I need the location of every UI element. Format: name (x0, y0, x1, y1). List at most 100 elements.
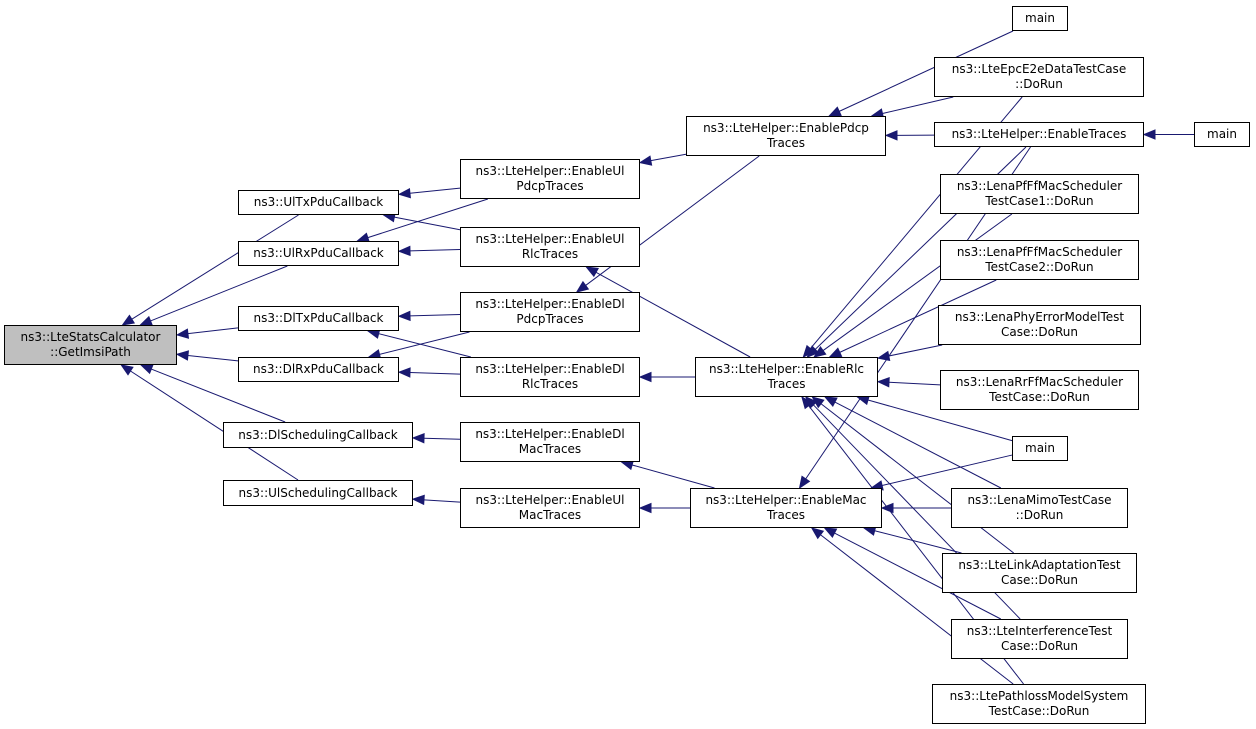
node-label-line: ns3::LenaMimoTestCase (967, 493, 1112, 507)
node-lte-link-adaptation-test-case[interactable]: ns3::LteLinkAdaptationTest Case::DoRun (942, 553, 1137, 593)
node-label-line: ns3::UlTxPduCallback (253, 195, 384, 209)
node-label-line: main (1025, 441, 1055, 455)
node-ul-tx-pdu-callback[interactable]: ns3::UlTxPduCallback (238, 190, 399, 215)
node-label-line: ns3::LteHelper::EnableDl (475, 427, 625, 441)
node-enable-ul-pdcp-traces[interactable]: ns3::LteHelper::EnableUl PdcpTraces (460, 159, 640, 199)
node-ul-scheduling-callback[interactable]: ns3::UlSchedulingCallback (223, 480, 413, 506)
node-label-line: ::DoRun (1015, 77, 1063, 91)
edge-main1-to-pdcp (839, 30, 1014, 112)
edge-dlpdcp-to-dltx (409, 314, 461, 317)
node-label-line: TestCase::DoRun (989, 390, 1090, 404)
node-enable-dl-mac-traces[interactable]: ns3::LteHelper::EnableDl MacTraces (460, 422, 640, 462)
node-enable-mac-traces[interactable]: ns3::LteHelper::EnableMac Traces (690, 488, 882, 528)
edge-ulrx-to-root (150, 265, 288, 322)
node-label-line: ns3::DlTxPduCallback (253, 311, 384, 325)
edge-rlc-to-ulrlc (595, 271, 751, 358)
node-label-line: MacTraces (518, 442, 582, 456)
node-label-line: MacTraces (518, 508, 582, 522)
edge-ultx-to-root (131, 214, 299, 320)
node-label-line: main (1025, 11, 1055, 25)
edge-arrowhead (121, 314, 136, 326)
edge-ulmac-to-ulsched (423, 499, 461, 503)
node-lte-epc-e2e-data-test-case[interactable]: ns3::LteEpcE2eDataTestCase ::DoRun (934, 57, 1144, 97)
edge-ulrlc-to-ultx (394, 216, 461, 231)
edge-dltx-to-root (187, 327, 239, 335)
node-label-line: ns3::LteHelper::EnableRlc (708, 362, 865, 376)
node-dl-rx-pdu-callback[interactable]: ns3::DlRxPduCallback (238, 357, 399, 382)
edge-pf1-to-rlc (822, 213, 1013, 351)
node-label-line: RlcTraces (521, 247, 579, 261)
edge-arrowhead (638, 155, 653, 166)
node-enable-dl-rlc-traces[interactable]: ns3::LteHelper::EnableDl RlcTraces (460, 357, 640, 397)
node-label-line: Traces (766, 136, 806, 150)
edge-arrowhead (397, 310, 411, 322)
edge-arrowhead (876, 377, 890, 388)
node-lte-pathloss-model-system-test-case[interactable]: ns3::LtePathlossModelSystem TestCase::Do… (932, 684, 1146, 724)
node-dl-scheduling-callback[interactable]: ns3::DlSchedulingCallback (223, 422, 413, 448)
edge-interf-to-mac (834, 532, 1002, 620)
node-label-line: ns3::UlSchedulingCallback (238, 485, 398, 500)
edge-rr-to-rlc (888, 381, 941, 386)
edge-dlrx-to-root (187, 354, 239, 362)
edge-arrowhead (397, 187, 411, 199)
node-lena-mimo-test-case[interactable]: ns3::LenaMimoTestCase ::DoRun (951, 488, 1128, 528)
node-label-line: Case::DoRun (1000, 325, 1079, 339)
node-lena-rr-ff-mac-scheduler-test-case[interactable]: ns3::LenaRrFfMacScheduler TestCase::DoRu… (940, 370, 1139, 410)
edge-arrowhead (828, 347, 843, 358)
edge-ulrlc-to-ulrx (409, 249, 461, 252)
node-label-line: ns3::LteEpcE2eDataTestCase (951, 62, 1127, 76)
edge-arrowhead (823, 527, 838, 538)
node-label-line: ns3::LenaRrFfMacScheduler (955, 375, 1124, 389)
node-enable-pdcp-traces[interactable]: ns3::LteHelper::EnablePdcp Traces (686, 116, 886, 156)
node-lena-phy-error-model-test-case[interactable]: ns3::LenaPhyErrorModelTest Case::DoRun (938, 305, 1141, 345)
node-label-line: RlcTraces (521, 377, 579, 391)
node-label-line: Case::DoRun (1000, 639, 1079, 653)
node-lena-pf-ff-mac-scheduler-test-case1[interactable]: ns3::LenaPfFfMacScheduler TestCase1::DoR… (940, 174, 1139, 214)
node-main[interactable]: main (1012, 436, 1068, 461)
node-label-line: ns3::LenaPhyErrorModelTest (954, 310, 1125, 324)
node-lte-interference-test-case[interactable]: ns3::LteInterferenceTest Case::DoRun (951, 619, 1128, 659)
node-label-line: ::DoRun (1015, 508, 1064, 522)
node-label-line: Traces (767, 377, 806, 391)
node-label-line: ns3::DlRxPduCallback (253, 362, 384, 376)
edge-arrowhead (801, 395, 814, 410)
edge-arrowhead (1142, 129, 1156, 140)
edge-link-to-mac (874, 530, 962, 554)
edge-arrowhead (175, 350, 189, 361)
node-label-line: Case::DoRun (1000, 573, 1079, 587)
edge-arrowhead (397, 245, 411, 257)
node-enable-rlc-traces[interactable]: ns3::LteHelper::EnableRlc Traces (695, 357, 878, 397)
node-label-line: ns3::LteHelper::EnableUl (475, 164, 625, 178)
node-enable-traces[interactable]: ns3::LteHelper::EnableTraces (934, 122, 1144, 147)
node-label-line: PdcpTraces (516, 312, 584, 326)
node-label-line: PdcpTraces (516, 179, 584, 193)
node-enable-ul-rlc-traces[interactable]: ns3::LteHelper::EnableUl RlcTraces (460, 227, 640, 267)
node-label-line: ns3::LteHelper::EnableMac (705, 493, 867, 507)
edge-pf2-to-rlc (839, 279, 997, 353)
node-lena-pf-ff-mac-scheduler-test-case2[interactable]: ns3::LenaPfFfMacScheduler TestCase2::DoR… (940, 240, 1139, 280)
edge-mimo-to-rlc (834, 401, 1002, 489)
edge-arrowhead (798, 475, 811, 490)
edge-dlrlc-to-dltx (378, 333, 471, 358)
node-label-line: ns3::LenaPfFfMacScheduler (956, 245, 1123, 259)
node-enable-ul-mac-traces[interactable]: ns3::LteHelper::EnableUl MacTraces (460, 488, 640, 528)
node-label-line: TestCase::DoRun (988, 704, 1090, 718)
edge-arrowhead (876, 350, 891, 362)
node-enable-dl-pdcp-traces[interactable]: ns3::LteHelper::EnableDl PdcpTraces (460, 292, 640, 332)
node-dl-tx-pdu-callback[interactable]: ns3::DlTxPduCallback (238, 306, 399, 331)
node-main[interactable]: main (1194, 122, 1250, 147)
edge-ulpdcp-to-ulrx (367, 198, 489, 239)
node-label-line: ns3::LteLinkAdaptationTest (958, 558, 1121, 572)
node-label-line: ns3::LteHelper::EnableTraces (951, 127, 1127, 141)
edge-dlsched-to-root (151, 368, 286, 423)
node-ul-rx-pdu-callback[interactable]: ns3::UlRxPduCallback (238, 241, 399, 266)
edge-arrowhead (120, 364, 134, 376)
edge-pdcp-to-ulpdcp (650, 153, 687, 162)
edge-arrowhead (823, 396, 838, 407)
edge-epc-to-pdcp (882, 96, 954, 114)
edge-arrowhead (175, 328, 190, 339)
node-label-line: TestCase2::DoRun (985, 260, 1094, 274)
node-main[interactable]: main (1012, 6, 1068, 31)
node-label-line: ns3::LteHelper::EnableUl (475, 493, 625, 507)
